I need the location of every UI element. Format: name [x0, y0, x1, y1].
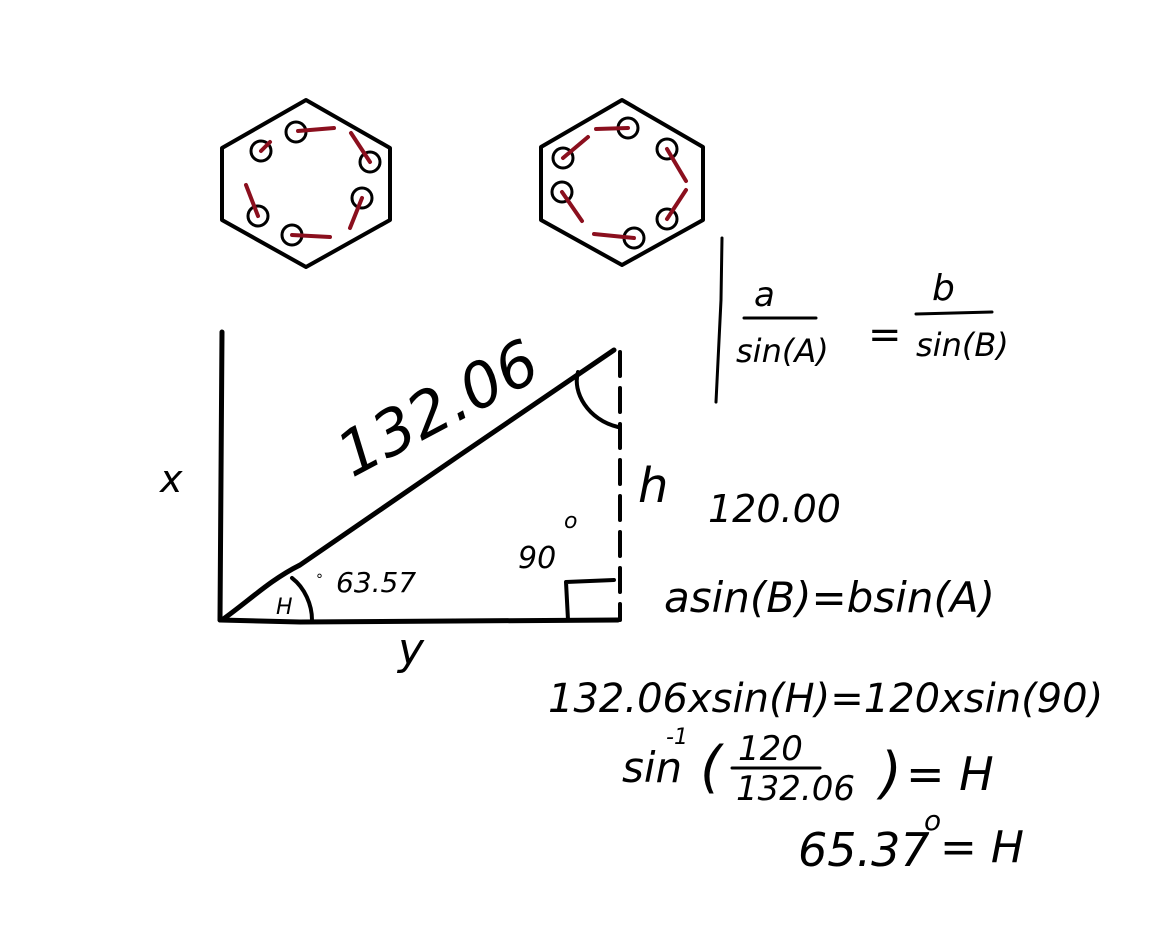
inverse-exponent: -1: [666, 725, 688, 750]
right-angle-square: [564, 578, 616, 622]
hexagon-molecule-right: [539, 98, 705, 267]
bond-line: [296, 126, 336, 133]
close-paren: ): [876, 741, 902, 806]
bond-line: [665, 147, 688, 183]
substituted-equation: 132.06xsin(H)=120xsin(90): [548, 676, 1103, 722]
hexagon-molecule-left: [220, 98, 392, 269]
hexagon-outline: [220, 98, 392, 269]
answer-suffix: = H: [940, 822, 1024, 873]
bond-lines: [560, 126, 688, 240]
atom-ring: [246, 120, 382, 247]
h-value-note: 120.00: [708, 487, 841, 531]
bond-line: [561, 135, 590, 160]
bond-line: [594, 126, 630, 131]
bond-line: [290, 233, 332, 239]
atom-circle: [246, 204, 270, 228]
angle-h-label: H: [276, 595, 293, 620]
inverse-sine-equation: sin -1 ( 120 132.06 ) = H: [622, 725, 994, 809]
bond-lines: [244, 126, 372, 239]
bond-line: [560, 190, 584, 223]
atom-circle: [655, 137, 679, 161]
atom-circle: [655, 207, 679, 231]
bond-line: [665, 188, 688, 221]
hypotenuse-line: [219, 347, 617, 623]
atom-circle: [249, 139, 273, 163]
answer-value: 65.37: [798, 823, 930, 877]
inverse-numerator: 120: [738, 729, 803, 769]
side-x-line: [217, 329, 225, 623]
angle-h-arc: [290, 576, 314, 622]
answer-degree-mark: o: [924, 804, 941, 837]
inverse-denominator: 132.06: [736, 769, 855, 809]
atom-circle: [551, 146, 575, 170]
law-equals: =: [868, 312, 902, 358]
hexagon-outline: [539, 98, 705, 267]
law-right-denominator: sin(B): [916, 326, 1009, 364]
bond-line: [592, 232, 636, 240]
side-y-label: y: [396, 624, 425, 675]
angle-degree-mark: °: [316, 572, 323, 588]
rearranged-equation: asin(B)=bsin(A): [664, 573, 995, 622]
open-paren: (: [700, 735, 724, 800]
hypotenuse-label: 132.06: [325, 325, 551, 491]
atom-ring: [550, 116, 679, 250]
top-angle-arc: [574, 370, 620, 429]
law-of-sines: a sin(A) = b sin(B): [736, 268, 1009, 370]
atom-circle: [550, 180, 574, 204]
divider-line: [714, 236, 724, 404]
atom-circle: [358, 150, 382, 174]
final-answer: 65.37 o = H: [798, 804, 1024, 877]
bond-line: [244, 183, 260, 218]
law-left-numerator: a: [754, 275, 775, 315]
triangle-diagram: [217, 329, 622, 625]
inverse-prefix: sin: [622, 743, 682, 792]
side-h-label: h: [638, 458, 668, 514]
bond-line: [348, 196, 364, 230]
fraction-bar-right: [914, 310, 994, 316]
bond-line: [259, 140, 272, 153]
atom-circle: [350, 186, 374, 210]
right-angle-value: 90: [518, 541, 556, 576]
law-right-numerator: b: [932, 268, 955, 309]
angle-h-value: 63.57: [336, 566, 416, 599]
side-x-label: x: [159, 457, 183, 501]
inverse-result: = H: [906, 747, 994, 801]
side-y-line: [217, 617, 621, 625]
law-left-denominator: sin(A): [736, 332, 829, 370]
bond-line: [349, 131, 372, 164]
right-angle-degree-mark: o: [564, 509, 577, 534]
